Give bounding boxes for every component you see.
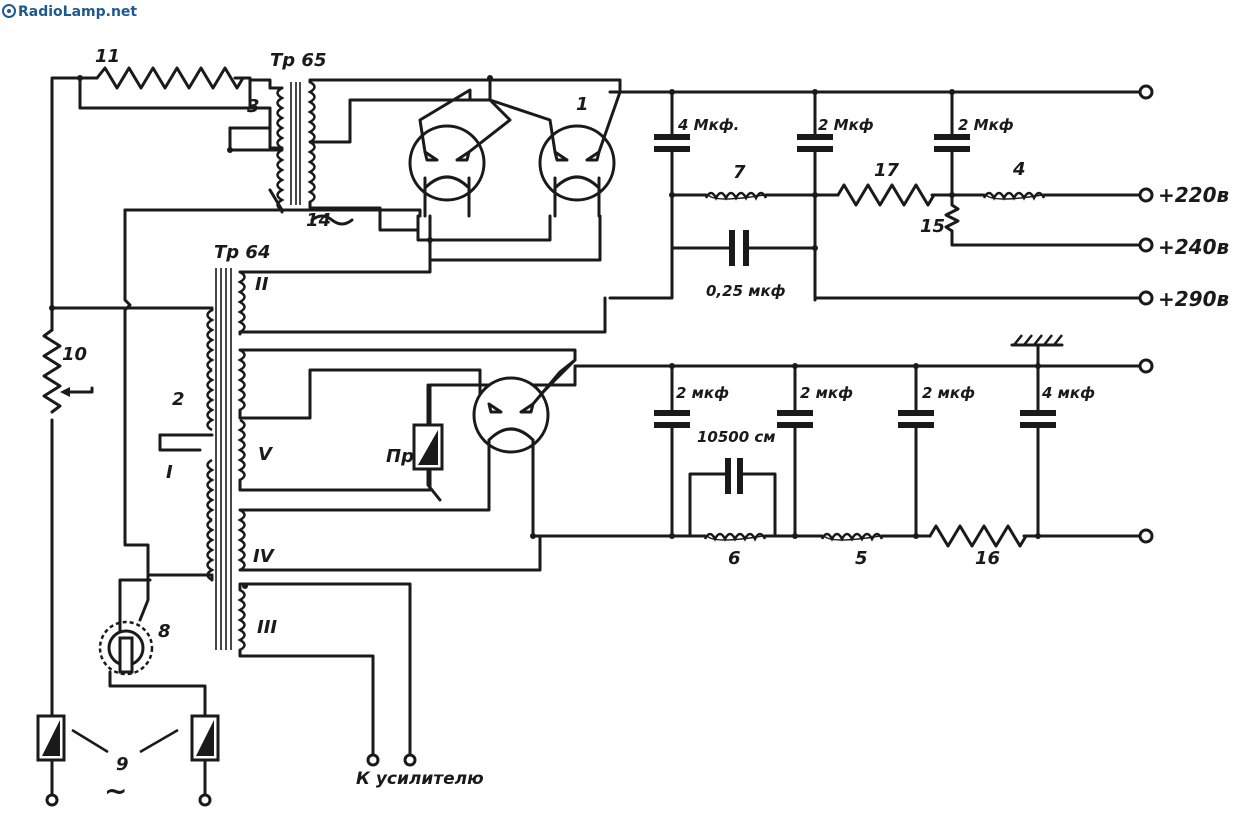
watermark-logo: RadioLamp.net [2,4,137,20]
tr64-primary-winding-2 [206,308,214,432]
cap-2mkf-top-b-label: 2 Мкф [958,116,1014,134]
choke-4-label: 4 [1012,159,1026,180]
cap-2mkf-top-a-label: 2 Мкф [818,116,874,134]
resistor-17-label: 17 [874,160,900,181]
top-output-terminal[interactable] [1138,84,1154,100]
mains-terminal-left[interactable] [45,793,59,807]
winding-3-label: 3 [247,96,260,117]
choke-6 [703,532,767,542]
lower-top-terminal[interactable] [1138,358,1154,374]
winding-1-label: I [166,462,173,483]
rheostat-10-label: 10 [62,344,87,365]
mains-terminal-right[interactable] [198,793,212,807]
resistor-15-label: 15 [920,216,945,237]
terminal-220v[interactable] [1138,187,1154,203]
tr64-winding-IV [238,508,246,572]
choke-7 [704,191,768,201]
ground-symbol [1010,334,1064,368]
r11-label: 11 [95,46,120,67]
cap-2mkf-lower-a-label: 2 мкф [676,384,729,402]
choke-7-label: 7 [733,162,746,183]
winding-2-label: 2 [172,389,185,410]
rheostat-10 [42,328,94,414]
capacitor-2mkf-lower-b [777,364,813,538]
capacitor-4mkf-lower [1020,364,1056,538]
fuse-pr [412,423,444,471]
resistor-17 [836,183,936,207]
capacitor-2mkf-lower-a [654,364,690,538]
r11-bypass-wire [50,76,252,110]
plug-9-label: 9 [116,754,129,775]
tr64-label: Тр 64 [214,242,270,263]
cap-025-label: 0,25 мкф [706,282,786,300]
tr65-label: Тр 65 [270,50,326,71]
cap-4mkf-label: 4 Мкф. [677,116,739,134]
fuse-label: Пр [386,446,414,467]
voltage-290-label: +290в [1158,287,1229,311]
terminal-240v[interactable] [1138,237,1154,253]
plug-9-left [36,714,66,762]
winding-II-label: II [255,274,269,295]
tr64-winding-II [238,270,246,334]
tr64-winding-III [238,588,246,652]
rectifier-tube-right [538,124,616,218]
resistor-11 [95,66,245,90]
terminal-290v[interactable] [1138,290,1154,306]
switch-8-label: 8 [158,621,171,642]
capacitor-2mkf-top-b [934,90,970,197]
winding-V-label: V [258,444,274,465]
to-amplifier-label: К усилителю [356,769,484,789]
capacitor-2mkf-lower-c [898,364,934,538]
label-14-lead [310,214,354,226]
capacitor-4mkf-top [654,90,690,197]
choke-4 [982,191,1046,201]
winding-III-label: III [257,617,277,638]
capacitor-025mkf [729,230,749,266]
plug-9-right [190,714,220,762]
choke-5 [820,532,884,542]
winding-IV-label: IV [253,546,276,567]
amp-terminal-2[interactable] [403,753,417,767]
resistor-16-label: 16 [975,548,1000,569]
capacitor-10500cm [725,458,743,494]
cap-10500-label: 10500 см [697,428,776,446]
choke-6-label: 6 [728,548,741,569]
switch-8[interactable] [98,620,154,676]
voltage-240-label: +240в [1158,235,1229,259]
tube-1-label: 1 [576,94,589,115]
cap-2mkf-lower-b-label: 2 мкф [800,384,853,402]
tr64-primary-winding-1 [206,458,214,582]
choke-5-label: 5 [855,548,868,569]
amp-terminal-1[interactable] [366,753,380,767]
cap-4mkf-lower-label: 4 мкф [1041,384,1095,402]
cap-2mkf-lower-c-label: 2 мкф [922,384,975,402]
watermark-text: RadioLamp.net [18,4,137,20]
ac-symbol: ~ [104,774,127,807]
node-14-label: 14 [306,210,331,231]
lower-bottom-terminal[interactable] [1138,528,1154,544]
rectifier-tube-lower [472,376,550,538]
voltage-220-label: +220в [1158,183,1229,207]
resistor-15 [944,203,960,233]
resistor-16 [928,524,1028,548]
rectifier-tube-left [408,124,486,218]
